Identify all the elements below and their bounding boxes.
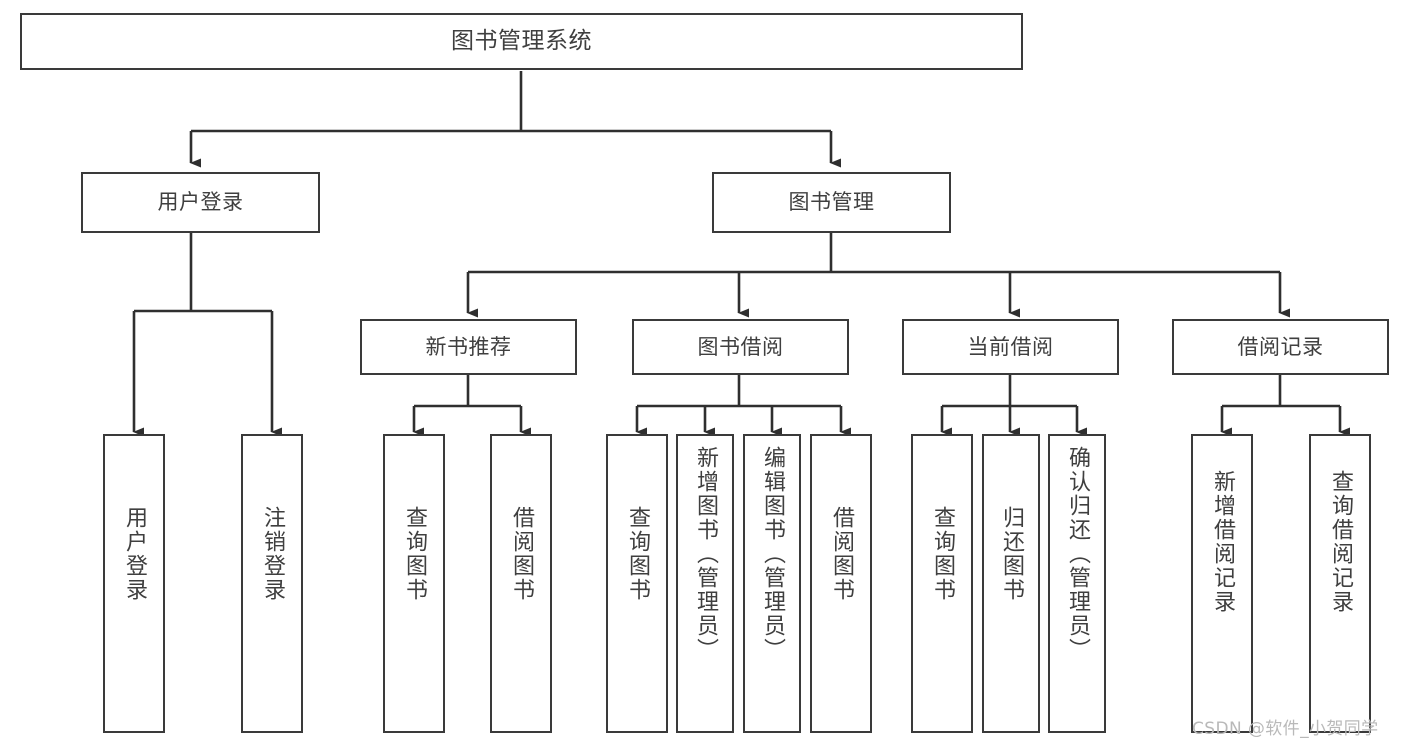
leaf-book-borrow-borrow-book[interactable]: 借阅图书 [810,434,872,733]
node-label: 图书借阅 [697,334,784,359]
node-book-management[interactable]: 图书管理 [712,172,951,233]
node-label: 借阅记录 [1237,334,1324,359]
node-label: 注销登录 [259,506,285,602]
node-current-borrow[interactable]: 当前借阅 [902,319,1119,375]
leaf-borrow-record-add-record[interactable]: 新增借阅记录 [1191,434,1253,733]
node-label: 当前借阅 [967,334,1054,359]
csdn-watermark: CSDN @软件_小贺同学 [1192,719,1379,739]
node-label: 新增图书（管理员） [692,446,718,662]
node-label: 图书管理系统 [451,28,592,55]
leaf-book-borrow-query-book[interactable]: 查询图书 [606,434,668,733]
node-label: 用户登录 [157,190,244,215]
node-label: 新增借阅记录 [1209,470,1235,614]
node-new-book-recommend[interactable]: 新书推荐 [360,319,577,375]
node-label: 借阅图书 [508,506,534,602]
leaf-book-borrow-edit-book-admin[interactable]: 编辑图书（管理员） [743,434,801,733]
node-label: 查询图书 [929,506,955,602]
node-label: 编辑图书（管理员） [759,446,785,662]
node-user-login[interactable]: 用户登录 [81,172,320,233]
node-label: 图书管理 [788,190,875,215]
node-label: 归还图书 [998,506,1024,602]
leaf-new-book-query-book[interactable]: 查询图书 [383,434,445,733]
node-label: 新书推荐 [425,334,512,359]
node-label: 查询图书 [624,506,650,602]
leaf-user-login-login[interactable]: 用户登录 [103,434,165,733]
node-label: 查询借阅记录 [1327,470,1353,614]
leaf-book-borrow-add-book-admin[interactable]: 新增图书（管理员） [676,434,734,733]
node-label: 确认归还（管理员） [1064,446,1090,662]
node-label: 用户登录 [121,506,147,602]
leaf-current-borrow-return-book[interactable]: 归还图书 [982,434,1040,733]
leaf-current-borrow-query-book[interactable]: 查询图书 [911,434,973,733]
node-borrow-record[interactable]: 借阅记录 [1172,319,1389,375]
node-label: 借阅图书 [828,506,854,602]
leaf-current-borrow-confirm-return-admin[interactable]: 确认归还（管理员） [1048,434,1106,733]
node-label: 查询图书 [401,506,427,602]
node-book-borrow[interactable]: 图书借阅 [632,319,849,375]
leaf-borrow-record-query-record[interactable]: 查询借阅记录 [1309,434,1371,733]
leaf-new-book-borrow-book[interactable]: 借阅图书 [490,434,552,733]
leaf-user-login-logout[interactable]: 注销登录 [241,434,303,733]
node-root-book-management-system[interactable]: 图书管理系统 [20,13,1023,70]
